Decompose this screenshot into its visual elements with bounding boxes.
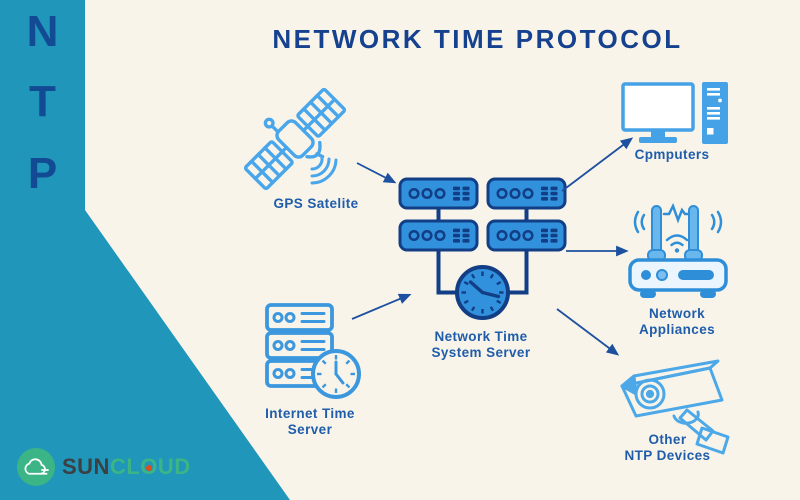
center-server-label: Network Time System Server: [415, 329, 547, 362]
internet-time-server-label: Internet Time Server: [250, 406, 370, 439]
network-appliances-label: Network Appliances: [617, 306, 737, 339]
logo-sun-text: SUN: [62, 454, 110, 479]
ntp-server-cluster-icon: [398, 177, 567, 320]
desktop-computer-icon: [621, 82, 728, 144]
label-line: Internet Time: [265, 406, 355, 421]
sidebar-letter-t: T: [29, 77, 56, 126]
label-line: Appliances: [638, 322, 716, 338]
label-line: Other: [648, 432, 687, 447]
label-line: NTP Devices: [624, 448, 711, 464]
label-line: Server: [287, 422, 333, 438]
cloud-icon: [24, 458, 49, 475]
sidebar-letter-p: P: [27, 149, 58, 198]
gps-satellite-icon: [243, 87, 347, 191]
page-title: NETWORK TIME PROTOCOL: [272, 24, 683, 54]
logo-cloud-text: CL: [109, 454, 141, 479]
clock-icon: [311, 349, 361, 399]
logo-text: SUN CL O UD: [62, 454, 191, 480]
logo-cloud-text: UD: [157, 454, 191, 479]
label-line: System Server: [431, 345, 531, 361]
logo-cloud-o: O: [140, 454, 158, 480]
suncloud-logo: SUN CL O UD: [17, 448, 191, 486]
label-line: Network: [648, 306, 706, 321]
wifi-router-icon: [628, 202, 728, 298]
gps-satellite-label: GPS Satelite: [273, 196, 359, 211]
signal-waves-icon: [310, 156, 338, 185]
other-ntp-devices-label: Other NTP Devices: [615, 432, 720, 465]
server-rack-clock-icon: [265, 303, 361, 399]
label-line: Network Time: [434, 329, 528, 344]
clock-icon: [455, 265, 510, 320]
cctv-camera-icon: [620, 359, 730, 455]
sidebar-letter-n: N: [26, 7, 59, 56]
computers-label: Cpmputers: [634, 147, 710, 162]
cloud-badge-icon: [17, 448, 55, 486]
sun-dot-icon: [146, 465, 153, 472]
